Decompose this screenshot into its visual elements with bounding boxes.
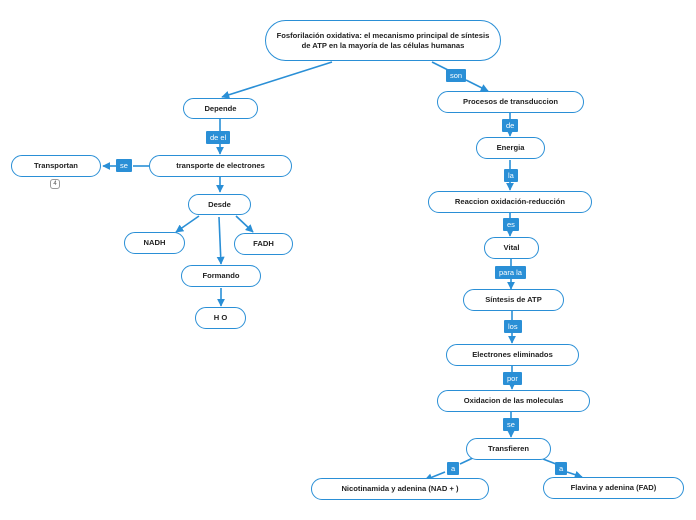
node-h2o[interactable]: H O bbox=[195, 307, 246, 329]
link-label-los[interactable]: los bbox=[504, 320, 522, 333]
node-nadh[interactable]: NADH bbox=[124, 232, 185, 254]
node-sintesis-atp[interactable]: Síntesis de ATP bbox=[463, 289, 564, 311]
link-label-de-el[interactable]: de el bbox=[206, 131, 231, 144]
node-energia[interactable]: Energia bbox=[476, 137, 545, 159]
connector bbox=[465, 79, 489, 92]
node-formando[interactable]: Formando bbox=[181, 265, 261, 287]
notes-count-badge[interactable]: 4 bbox=[50, 179, 60, 189]
node-transporte-electrones[interactable]: transporte de electrones bbox=[149, 155, 292, 177]
link-label-es[interactable]: es bbox=[503, 218, 519, 231]
node-transfieren[interactable]: Transfieren bbox=[466, 438, 551, 460]
connector bbox=[221, 61, 333, 99]
node-reaccion-oxidacion-reduccion[interactable]: Reaccion oxidación-reducción bbox=[428, 191, 592, 213]
node-fad[interactable]: Flavina y adenina (FAD) bbox=[543, 477, 684, 499]
connector bbox=[216, 216, 225, 265]
link-label-se[interactable]: se bbox=[503, 418, 519, 431]
root-topic[interactable]: Fosforilación oxidativa: el mecanismo pr… bbox=[265, 20, 501, 61]
node-desde[interactable]: Desde bbox=[188, 194, 251, 215]
node-nad[interactable]: Nicotinamida y adenina (NAD + ) bbox=[311, 478, 489, 500]
link-label-para-la[interactable]: para la bbox=[495, 266, 526, 279]
node-fadh[interactable]: FADH bbox=[234, 233, 293, 255]
node-oxidacion-moleculas[interactable]: Oxidacion de las moleculas bbox=[437, 390, 590, 412]
link-label-por[interactable]: por bbox=[503, 372, 522, 385]
link-label-a-right[interactable]: a bbox=[555, 462, 568, 475]
node-electrones-eliminados[interactable]: Electrones eliminados bbox=[446, 344, 579, 366]
node-depende[interactable]: Depende bbox=[183, 98, 258, 119]
connector bbox=[175, 215, 200, 233]
link-label-son[interactable]: son bbox=[446, 69, 467, 82]
connector bbox=[235, 215, 254, 233]
link-label-la[interactable]: la bbox=[504, 169, 518, 182]
link-label-de[interactable]: de bbox=[502, 119, 519, 132]
link-label-se-left[interactable]: se bbox=[116, 159, 132, 172]
node-procesos-transduccion[interactable]: Procesos de transduccion bbox=[437, 91, 584, 113]
node-transportan[interactable]: Transportan bbox=[11, 155, 101, 177]
connector bbox=[542, 458, 557, 465]
node-vital[interactable]: Vital bbox=[484, 237, 539, 259]
link-label-a-left[interactable]: a bbox=[447, 462, 460, 475]
connector bbox=[566, 470, 583, 479]
